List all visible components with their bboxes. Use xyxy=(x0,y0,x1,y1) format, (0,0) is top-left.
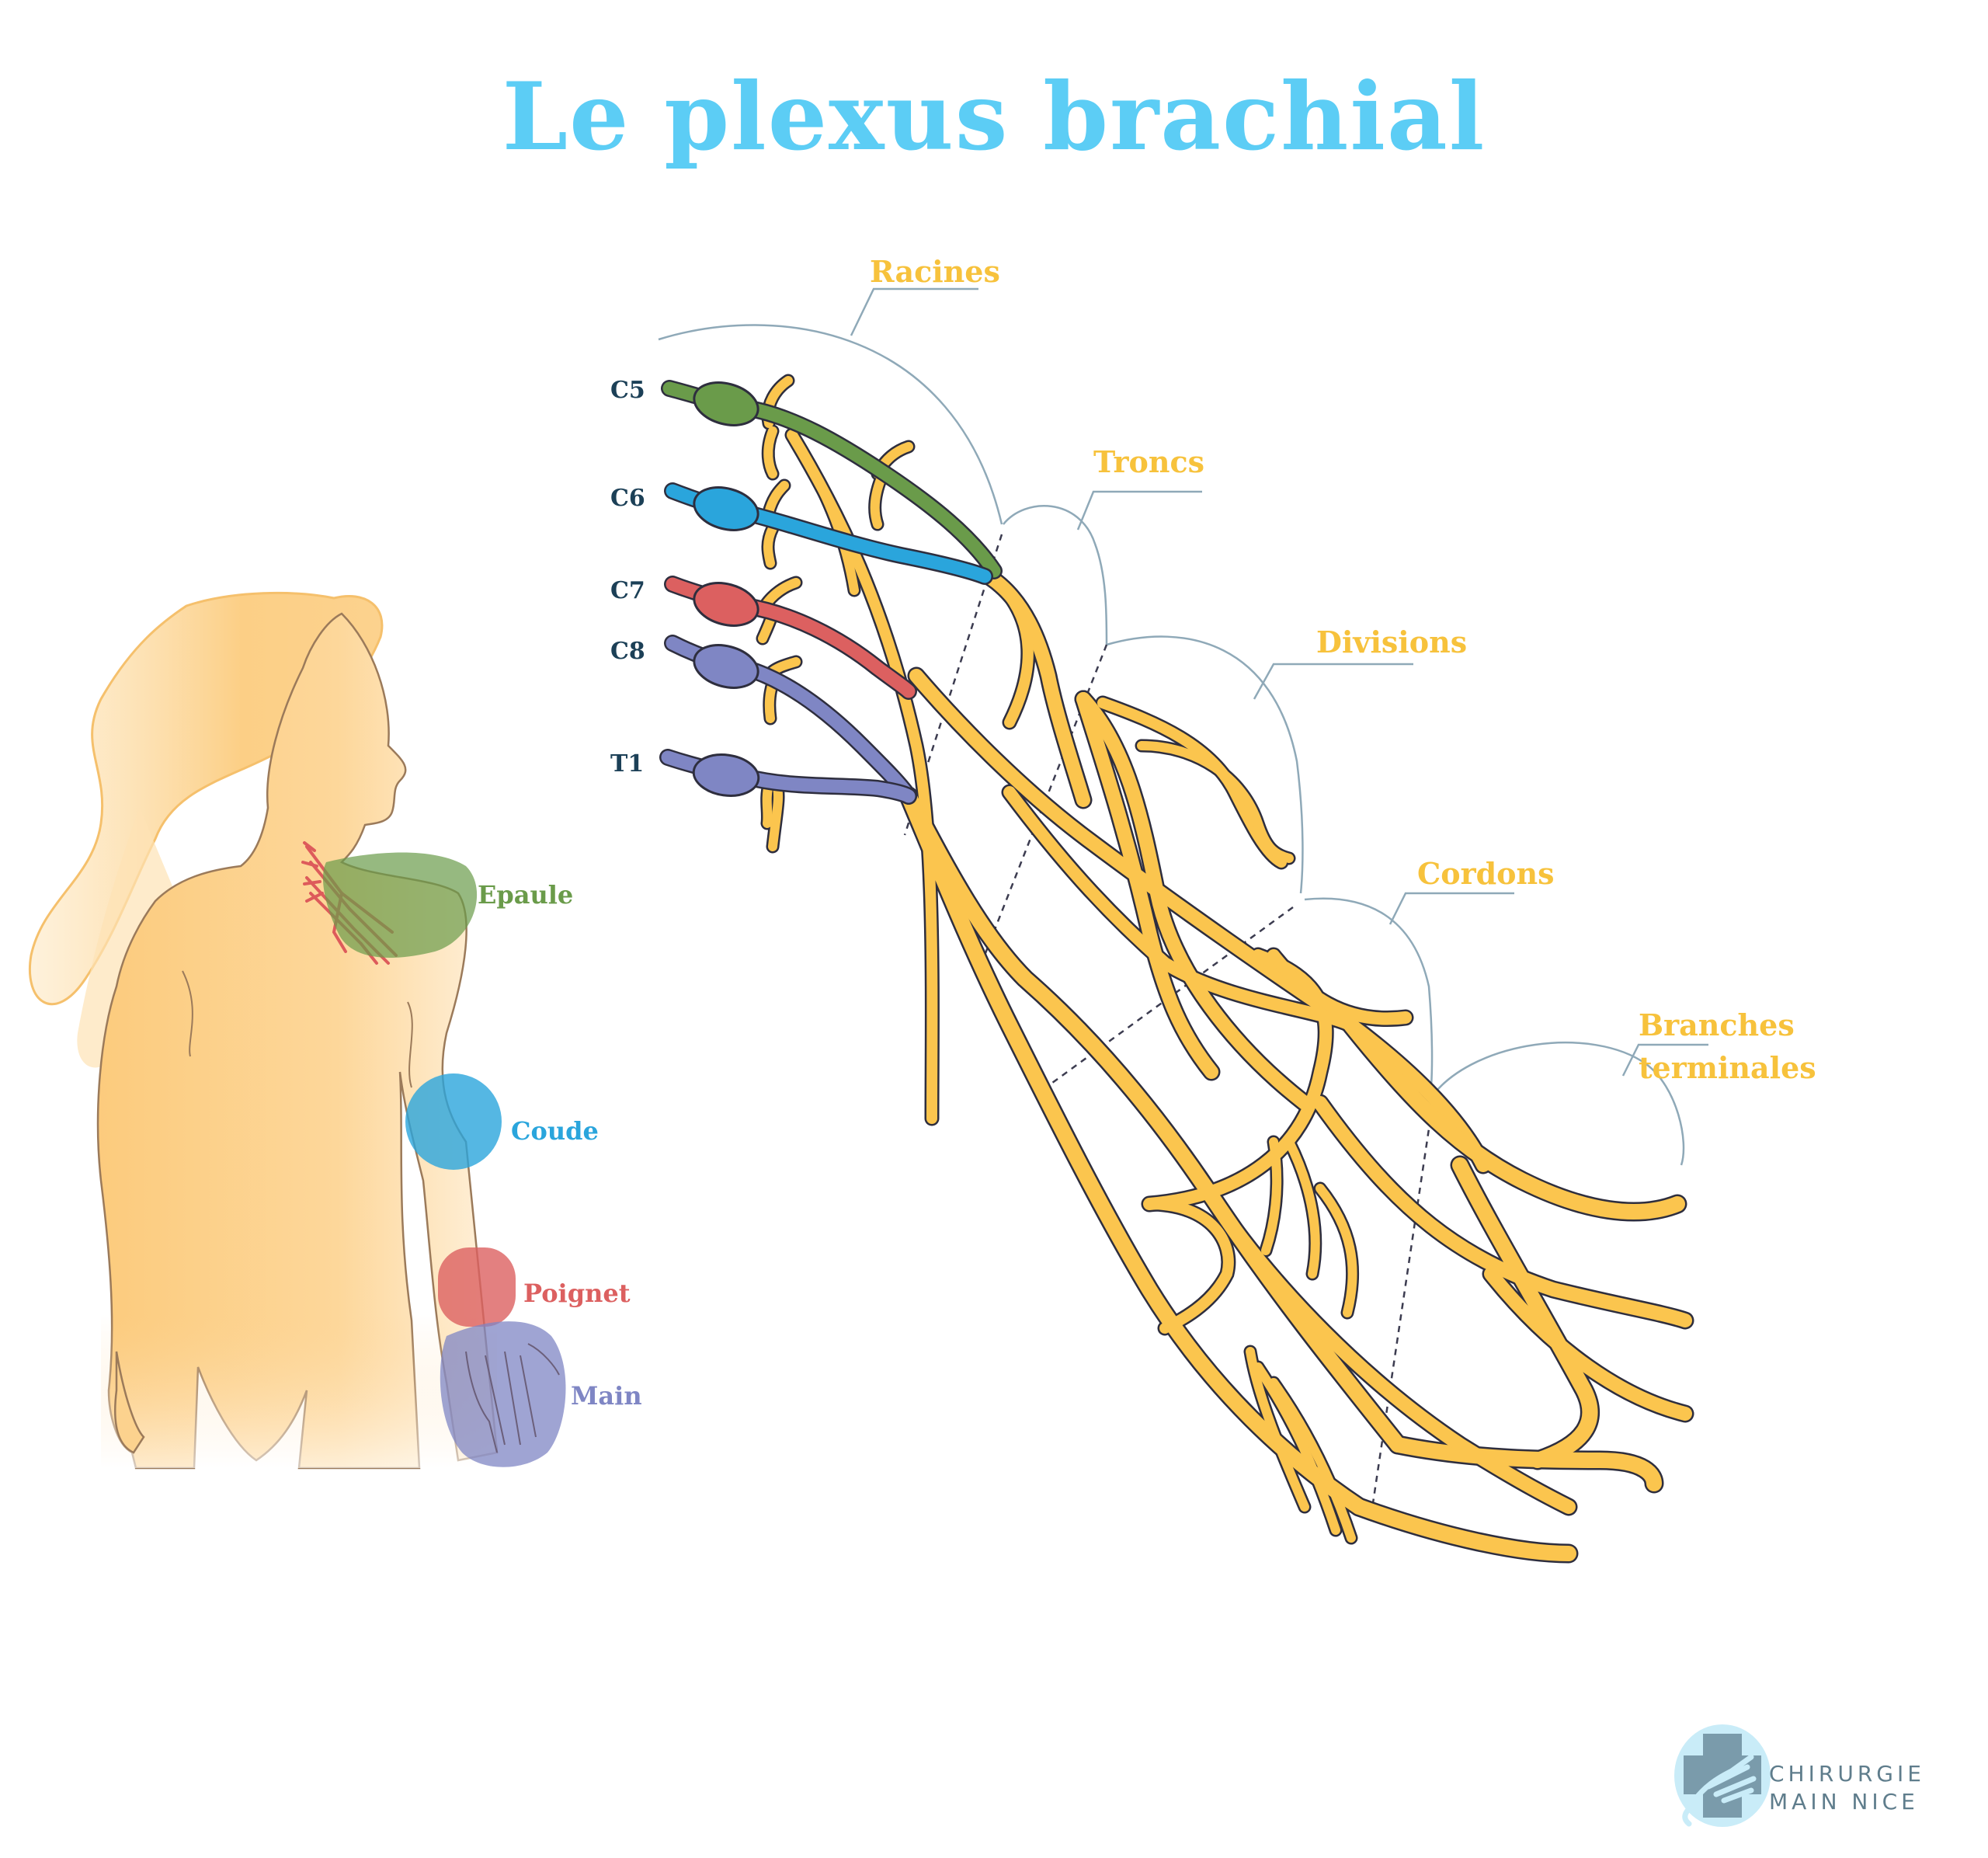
stub-c6-b xyxy=(763,524,777,568)
bracket-roots xyxy=(658,324,1003,525)
collarbone-line xyxy=(182,970,193,1057)
nerve-dorsal xyxy=(787,430,859,595)
nerve-middle-long xyxy=(909,669,1490,1172)
nerve-side-6 xyxy=(1253,1362,1340,1535)
ganglion-c8 xyxy=(693,644,759,689)
logo-hand xyxy=(1682,1754,1757,1827)
stub-c6-a xyxy=(764,481,789,517)
nerve-cord-upper xyxy=(1267,949,1412,1025)
ganglion-c5 xyxy=(693,381,759,426)
root-label-c7: C7 xyxy=(610,577,645,604)
root-labels: C5 C6 C7 C8 T1 xyxy=(610,377,645,778)
logo-line-1: CHIRURGIE xyxy=(1769,1761,1925,1787)
left-arm-outline xyxy=(114,1351,145,1454)
stub-c5-mid-b xyxy=(870,473,886,529)
nerve-middle-to-cord xyxy=(1003,786,1357,1032)
bracket-divisions xyxy=(1106,635,1304,894)
stage-label-divisions: Divisions xyxy=(1316,625,1467,659)
stage-label-roots: Racines xyxy=(870,254,1000,289)
logo-text: CHIRURGIE MAIN NICE xyxy=(1769,1760,1925,1816)
ganglion-c7 xyxy=(693,582,759,627)
stage-label-trunks: Troncs xyxy=(1093,444,1204,479)
root-segments xyxy=(659,380,1003,805)
region-label-main: Main xyxy=(571,1381,642,1411)
root-label-c6: C6 xyxy=(610,485,645,512)
nerve-terminal-7 xyxy=(1351,1499,1576,1561)
region-epaule-blob xyxy=(322,852,478,958)
torso-fade xyxy=(101,854,497,1468)
stub-t1-a xyxy=(762,780,773,828)
stub-c8-b xyxy=(764,679,777,723)
armpit-line xyxy=(407,1001,413,1088)
logo-line-2: MAIN NICE xyxy=(1769,1789,1919,1815)
nerve-terminal-2 xyxy=(1452,1157,1598,1468)
nerve-side-4 xyxy=(1315,1184,1357,1317)
stub-c5-b xyxy=(763,426,777,478)
nerve-side-7 xyxy=(1269,1378,1356,1543)
body-silhouette xyxy=(29,591,499,1470)
nerve-terminal-1 xyxy=(1343,1018,1685,1220)
bracket-trunks-leader xyxy=(1076,490,1202,531)
stage-label-branches-1: Branches xyxy=(1639,1007,1795,1042)
stage-label-branches-2: terminales xyxy=(1639,1050,1816,1085)
nerve-terminal-5 xyxy=(1204,1189,1576,1514)
nerve-side-8 xyxy=(1137,741,1294,863)
stage-label-cords: Cordons xyxy=(1417,856,1555,891)
stage-labels: Racines Troncs Divisions Cordons Branche… xyxy=(870,254,1816,1085)
root-label-c5: C5 xyxy=(610,377,645,404)
nerve-lower-2 xyxy=(901,788,1367,1515)
nerve-side-1 xyxy=(1144,1199,1234,1334)
region-labels: Epaule Coude Poignet Main xyxy=(478,880,642,1411)
root-label-c8: C8 xyxy=(610,638,645,665)
ganglion-t1 xyxy=(692,753,760,797)
region-label-coude: Coude xyxy=(511,1116,599,1146)
stub-t1-b xyxy=(768,780,784,851)
region-blobs xyxy=(322,852,566,1467)
bracket-cords xyxy=(1304,897,1434,1098)
bracket-divisions-leader xyxy=(1253,663,1413,700)
bracket-branches xyxy=(1432,1041,1685,1166)
logo xyxy=(1674,1724,1771,1827)
root-label-t1: T1 xyxy=(610,750,644,778)
stage-brackets xyxy=(658,287,1708,1166)
nerve-terminal-6 xyxy=(1484,1267,1692,1421)
nerve-upper-trunk-drop xyxy=(989,573,1034,728)
bracket-cords-leader xyxy=(1388,892,1514,925)
nerve-side-3 xyxy=(1284,1137,1320,1279)
bracket-branches-leader xyxy=(1621,1043,1708,1077)
ganglion-c6 xyxy=(693,486,759,531)
hand-outline xyxy=(465,1343,560,1453)
nerve-terminal-4 xyxy=(1390,1437,1662,1491)
region-label-epaule: Epaule xyxy=(478,880,573,910)
nerve-side-2 xyxy=(1261,1137,1282,1255)
region-main-blob xyxy=(440,1321,566,1467)
nerve-bundle-2 xyxy=(1076,692,1218,1079)
region-coude-blob xyxy=(405,1073,502,1170)
page-title: Le plexus brachial xyxy=(502,62,1486,172)
nerve-terminal-3 xyxy=(1313,1096,1692,1327)
bracket-trunks xyxy=(1003,505,1108,645)
bracket-roots-leader xyxy=(850,287,978,336)
nerve-lower xyxy=(901,788,1406,1453)
region-poignet-blob xyxy=(438,1247,516,1327)
region-label-poignet: Poignet xyxy=(523,1279,631,1308)
